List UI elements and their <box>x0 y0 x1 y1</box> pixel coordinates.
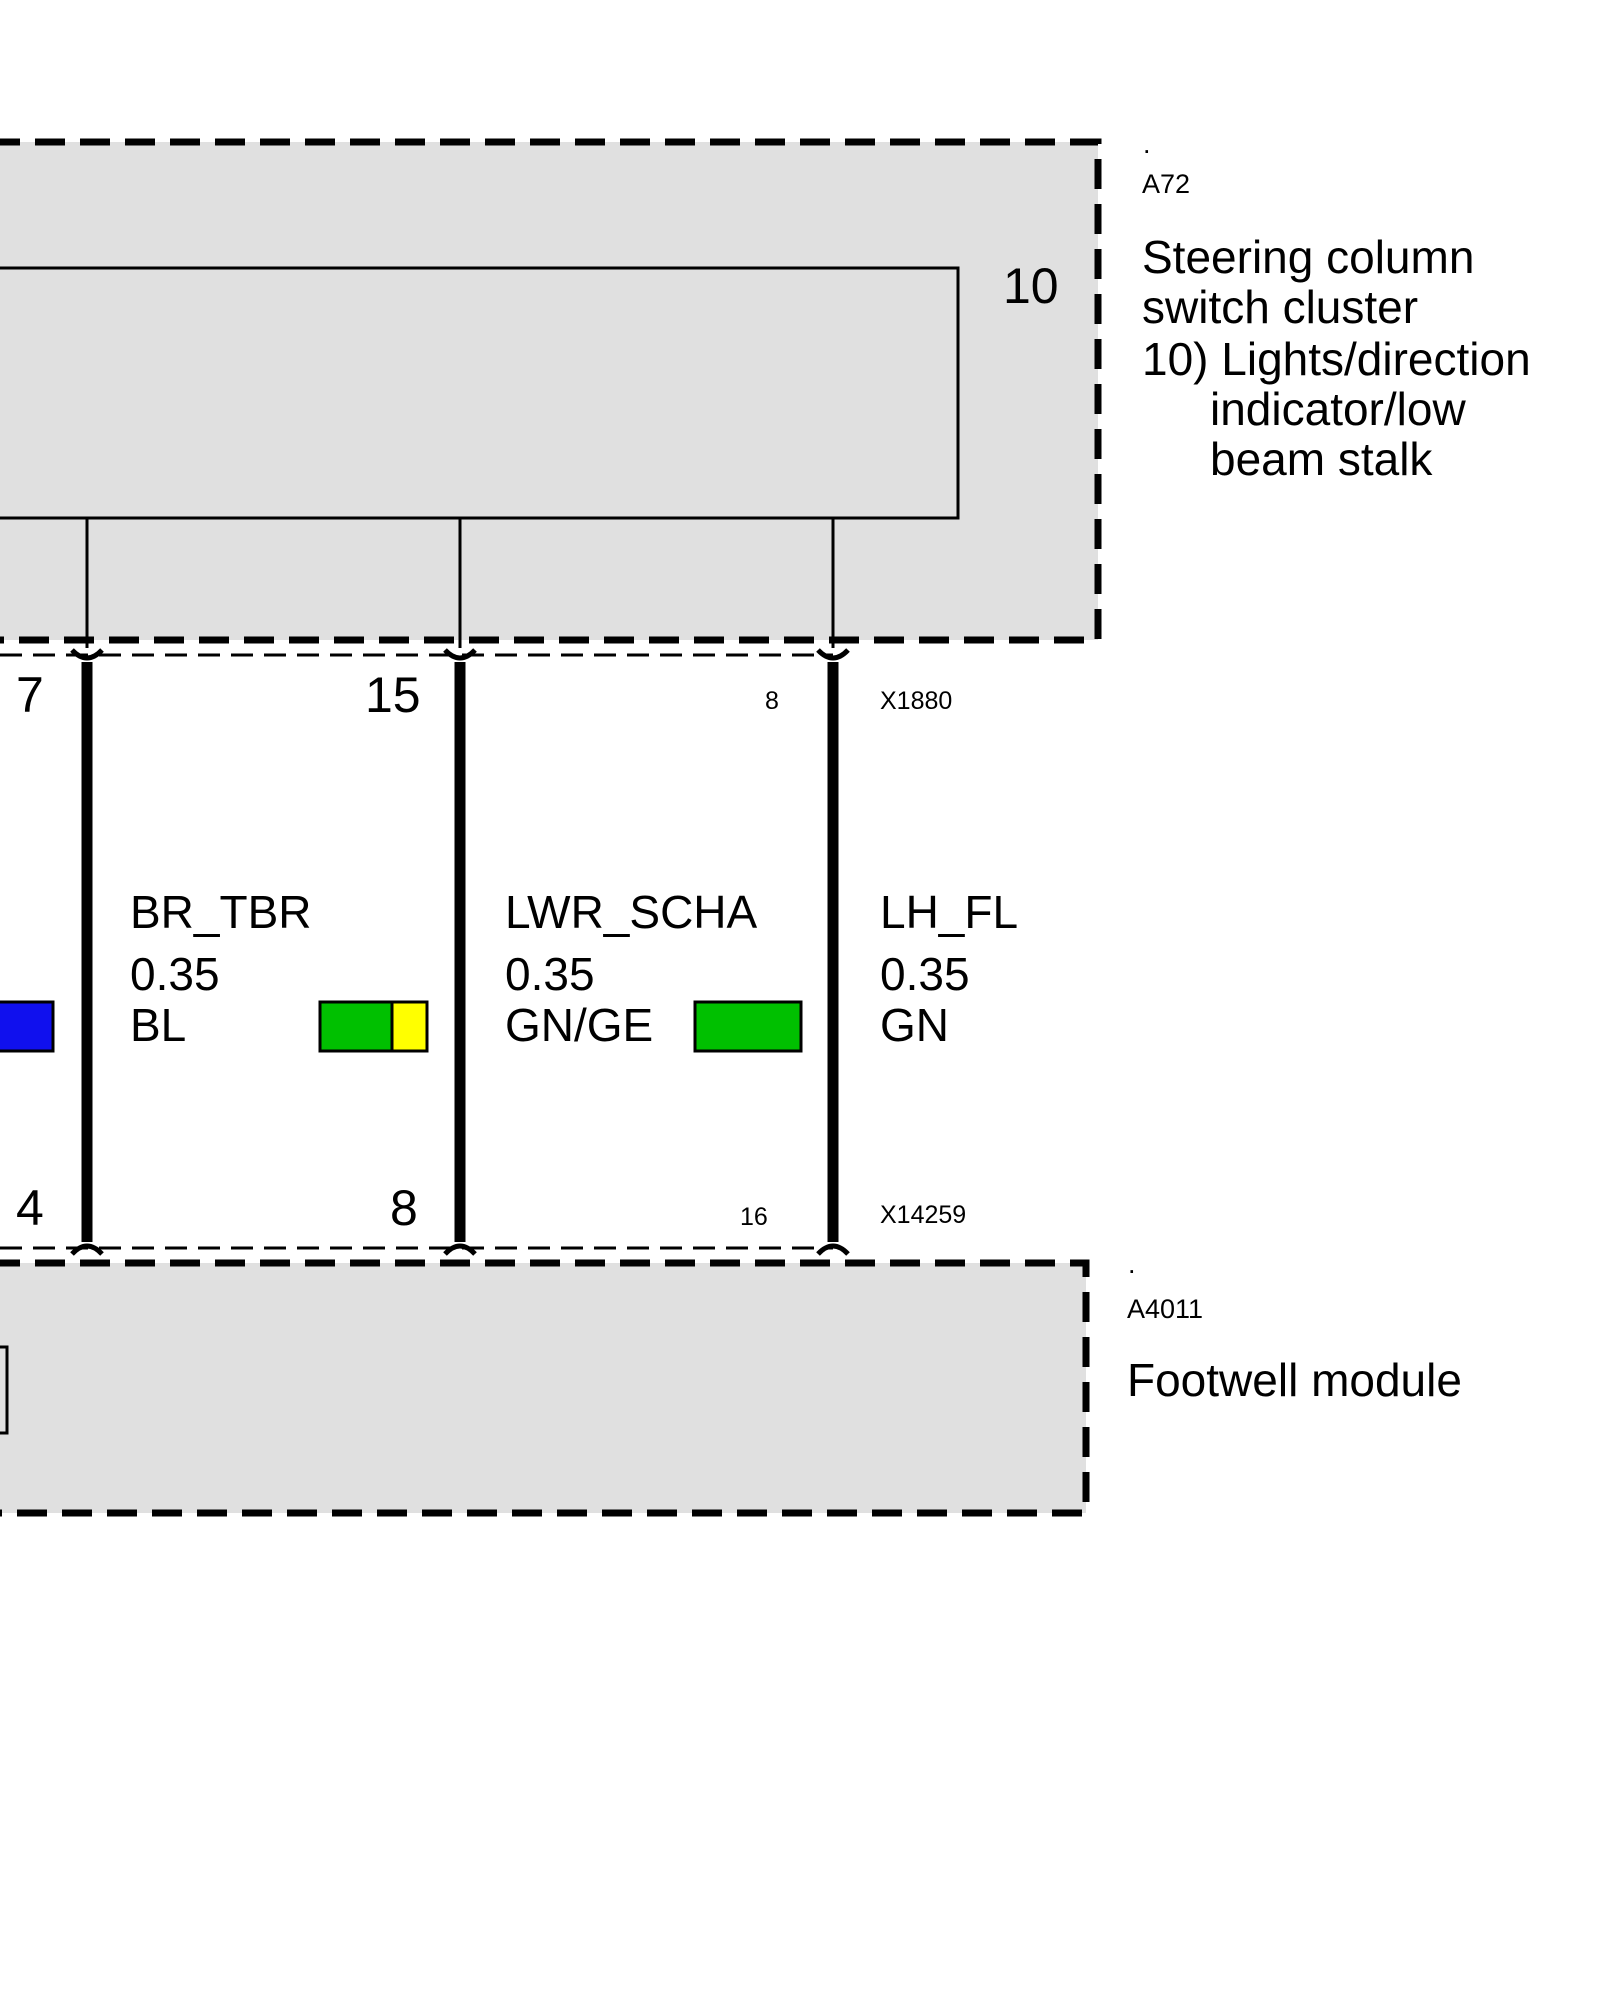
module-body <box>0 1263 1086 1513</box>
module-ref-a72: A72 <box>1142 169 1190 199</box>
pin-hook-top <box>816 648 850 661</box>
pin-hook-top <box>443 648 477 661</box>
module-title-line2: switch cluster <box>1142 281 1418 333</box>
pin-hook-top <box>70 648 104 661</box>
module-internal-box <box>0 1345 9 1435</box>
module-sub-line2: indicator/low <box>1210 383 1466 435</box>
switch-stalk-ref: 10 <box>1003 258 1059 314</box>
pin-top-number: 8 <box>765 687 779 715</box>
module-label-bottom: . A4011 Footwell module <box>1127 1249 1462 1406</box>
module-footwell[interactable] <box>0 1259 1090 1517</box>
module-dot: . <box>1128 1249 1136 1279</box>
pin-hook-bottom <box>816 1243 850 1256</box>
wire-gauge: 0.35 <box>505 948 595 1000</box>
wire-name: BR_TBR <box>130 886 311 938</box>
wire-color-swatch <box>693 1000 803 1053</box>
module-steering-column-switch-cluster[interactable]: 10 <box>0 138 1102 644</box>
wire-color-code: GN/GE <box>505 999 653 1051</box>
module-dot: . <box>1143 129 1151 159</box>
pin-top-number: 15 <box>365 667 421 723</box>
module-ref-a4011: A4011 <box>1127 1294 1203 1324</box>
module-title-line1: Steering column <box>1142 231 1474 283</box>
wire-color-swatch-primary <box>318 1000 394 1053</box>
pin-hook-bottom <box>70 1243 104 1256</box>
wire-gauge: 0.35 <box>880 948 970 1000</box>
module-title: Footwell module <box>1127 1354 1462 1406</box>
pin-bottom-number: 16 <box>740 1203 768 1231</box>
wire-lh-fl[interactable]: 8 16 LH_FL 0.35 GN <box>693 648 1018 1256</box>
pin-bottom-number: 8 <box>390 1180 418 1236</box>
connector-ref-x14259: X14259 <box>880 1201 966 1229</box>
switch-stalk-box <box>0 266 960 520</box>
pin-bottom-number: 4 <box>16 1180 44 1236</box>
pin-top-number: 7 <box>16 667 44 723</box>
wire-lwr-scha[interactable]: 15 8 LWR_SCHA 0.35 GN/GE <box>318 648 758 1256</box>
wire-color-swatch-stripe <box>390 1000 429 1053</box>
wire-gauge: 0.35 <box>130 948 220 1000</box>
wire-name: LWR_SCHA <box>505 886 758 938</box>
module-border-dashed <box>0 1259 1090 1517</box>
wire-br-tbr[interactable]: 7 4 BR_TBR 0.35 BL <box>0 648 311 1256</box>
wire-color-code: GN <box>880 999 949 1051</box>
internal-leads <box>85 518 835 648</box>
module-border-dashed <box>0 138 1102 644</box>
connector-ref-x1880: X1880 <box>880 687 952 715</box>
module-label-top: . A72 Steering column switch cluster 10)… <box>1142 129 1531 485</box>
wire-color-code: BL <box>130 999 186 1051</box>
module-sub-line3: beam stalk <box>1210 433 1433 485</box>
module-sub-line1: 10) Lights/direction <box>1142 333 1531 385</box>
wire-color-swatch <box>0 1000 55 1053</box>
pin-hook-bottom <box>443 1243 477 1256</box>
wire-name: LH_FL <box>880 886 1018 938</box>
